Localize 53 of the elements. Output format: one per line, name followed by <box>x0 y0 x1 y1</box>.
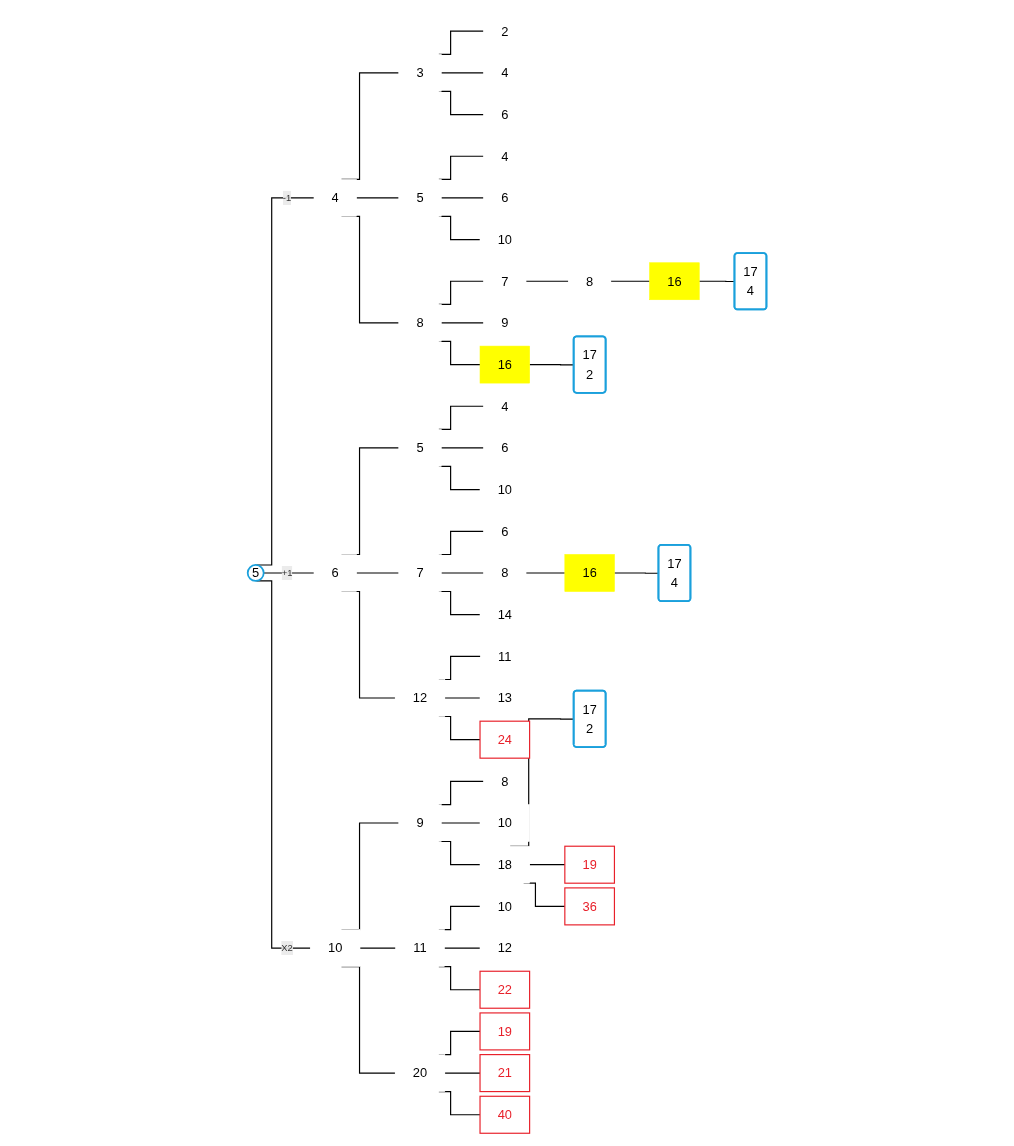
node-text: 6 <box>501 107 509 122</box>
node-text: 11 <box>413 940 427 956</box>
node-box: 16 <box>649 262 700 301</box>
connector <box>355 197 400 199</box>
edge-label: +1 <box>281 567 293 578</box>
node-box: 40 <box>479 1095 531 1134</box>
node-text: 5 <box>416 440 424 456</box>
node-text: 13 <box>497 690 512 706</box>
node-text: 12 <box>412 690 428 706</box>
node-text: 3 <box>416 65 424 81</box>
node-text: 10 <box>497 482 512 497</box>
node-box: 19 <box>479 1012 531 1051</box>
connector <box>440 197 485 199</box>
node-text: 2 <box>501 23 509 39</box>
node-box: 21 <box>479 1054 531 1093</box>
node-text: 4 <box>501 148 509 164</box>
node-text: 6 <box>501 523 509 539</box>
node-box: 24 <box>479 720 531 759</box>
node-text: 8 <box>416 315 424 331</box>
node-text: 6 <box>501 190 509 206</box>
connector <box>440 72 485 74</box>
node-text: 14 <box>497 607 512 623</box>
node-text: 9 <box>416 815 424 831</box>
node-circle: 5 <box>246 564 265 582</box>
node-text: 8 <box>585 273 594 289</box>
node-text: 9 <box>501 315 509 331</box>
edge-label: X2 <box>281 942 293 953</box>
node-text: 7 <box>501 273 509 289</box>
node-box: 36 <box>564 887 615 926</box>
node-text: 10 <box>497 232 512 247</box>
node-text: 5 <box>416 190 424 206</box>
connector <box>255 197 315 566</box>
node-box: 16 <box>479 345 530 384</box>
node-text: 6 <box>501 440 509 456</box>
node-text: 4 <box>501 398 509 414</box>
connector <box>440 322 485 324</box>
connector <box>610 280 651 282</box>
connector <box>440 447 485 449</box>
connector <box>359 947 397 949</box>
node-box: 19 <box>564 845 615 884</box>
connector <box>525 280 569 282</box>
node-box: 16 <box>564 554 615 592</box>
node-box: 22 <box>479 970 531 1009</box>
connector <box>443 947 481 949</box>
node-text: 11 <box>498 649 512 664</box>
node-text: 8 <box>501 774 509 789</box>
connector <box>255 580 311 949</box>
node-text: 12 <box>497 940 512 956</box>
edge-label: -1 <box>282 192 292 203</box>
node-text: 10 <box>497 899 512 914</box>
node-text: 4 <box>501 65 509 81</box>
node-text: 7 <box>416 565 424 581</box>
node-text: 8 <box>501 565 509 581</box>
